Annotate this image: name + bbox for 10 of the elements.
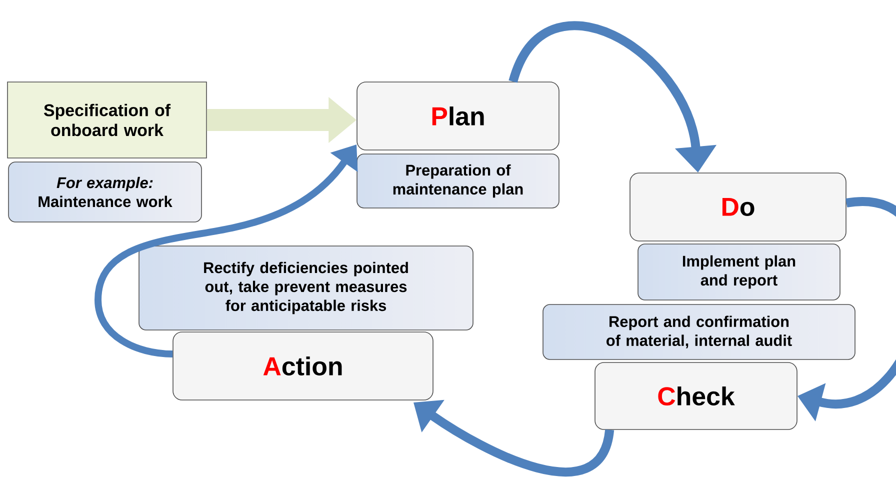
description-box: Implement plan and report bbox=[638, 244, 840, 300]
description-box: Report and confirmation of material, internal audit bbox=[542, 304, 856, 360]
phase-box: Plan bbox=[356, 82, 560, 150]
description-box: Rectify deficiencies pointed out, take prevent measures for anticipatable risks bbox=[138, 246, 474, 330]
description-box: Preparation of maintenance plan bbox=[356, 154, 560, 208]
phase-box: Do bbox=[630, 172, 846, 242]
input-box: Specification of onboard work bbox=[7, 82, 207, 158]
phase-box: Check bbox=[594, 362, 798, 430]
description-box: For example: Maintenance work bbox=[8, 162, 202, 222]
phase-box: Action bbox=[172, 332, 434, 400]
